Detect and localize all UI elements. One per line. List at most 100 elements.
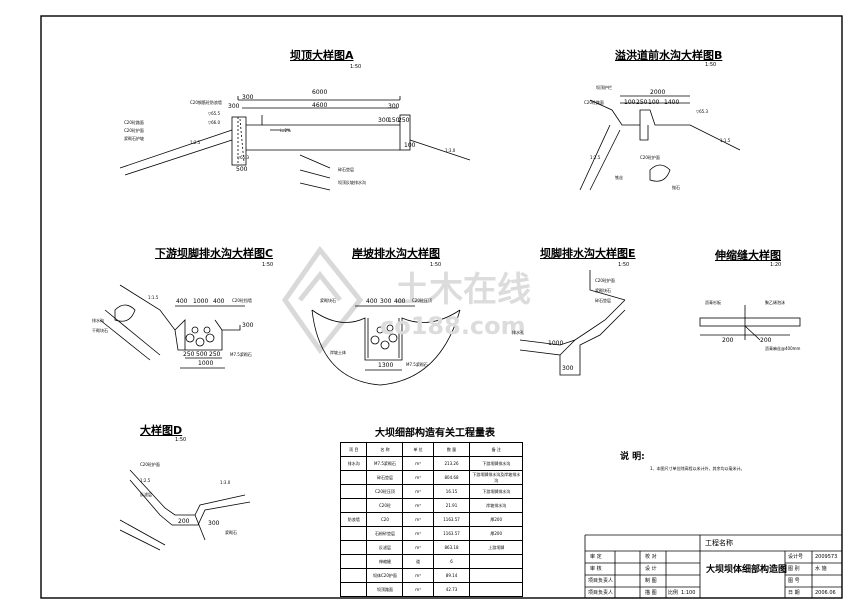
detail-c-scale: 1:50	[262, 262, 274, 268]
table-cell: 89.14	[432, 568, 471, 583]
detail-a-section	[119, 96, 471, 191]
detail-a-label: 坝顶反坡排水沟	[338, 180, 366, 185]
tb-right-label: 日 期	[788, 590, 800, 596]
detail-g-label: 1:3.0	[220, 480, 231, 485]
table-cell: 厚200	[469, 512, 523, 527]
detail-a-dim: 150	[388, 117, 400, 124]
detail-g-label: 浆砌石	[225, 530, 237, 535]
detail-e-label: 排水孔	[512, 330, 524, 335]
detail-c-section	[99, 284, 245, 369]
detail-b-dim: 100	[648, 99, 660, 106]
table-cell	[339, 568, 368, 583]
detail-d-label: 岸坡土体	[330, 350, 346, 355]
table-cell: 1163.57	[432, 526, 471, 541]
detail-d-label: C20砼压顶	[412, 298, 432, 303]
table-cell: 16.15	[432, 484, 471, 499]
table-cell: m³	[402, 498, 434, 513]
table-header-cell: 备 注	[469, 442, 523, 457]
tb-mid-label: 描 图	[645, 590, 657, 596]
detail-a-label: 1:3.0	[445, 148, 456, 153]
table-cell: m³	[402, 568, 434, 583]
quantity-table-title: 大坝细部构造有关工程量表	[375, 428, 495, 439]
detail-e-label: C20砼护面	[595, 278, 615, 283]
detail-c-dim: 500	[196, 351, 208, 358]
table-cell: 道	[402, 554, 434, 569]
table-cell: 下游坝脚排水沟及岸坡排水沟	[469, 470, 523, 485]
table-cell	[469, 582, 523, 597]
detail-f-section	[699, 305, 801, 341]
table-cell: 坝体C20护面	[366, 568, 404, 583]
tb-right-label: 图 号	[788, 578, 800, 584]
detail-a-dim: 300	[228, 103, 240, 110]
detail-b-label: ▽65.3	[696, 109, 708, 114]
detail-c-dim: 1000	[198, 360, 214, 367]
tb-mid-label: 制 图	[645, 578, 657, 584]
detail-d-dim: 400	[394, 298, 406, 305]
table-cell	[339, 484, 368, 499]
table-cell: 排水沟	[339, 456, 368, 471]
tb-mid-label: 设 计	[645, 566, 657, 572]
detail-b-label: 1:1.5	[720, 138, 731, 143]
table-cell: C20砼压顶	[366, 484, 404, 499]
detail-d-dim: 1300	[378, 362, 394, 369]
detail-b-section	[579, 95, 741, 191]
detail-e-title: 坝脚排水沟大样图E	[540, 247, 636, 260]
title-block-lines	[584, 534, 842, 598]
detail-f-title: 伸缩缝大样图	[715, 249, 781, 262]
detail-a-dim: 4600	[312, 102, 328, 109]
detail-a-label: C20钢筋砼防浪墙	[190, 100, 222, 105]
drawing-number: 2009573	[815, 554, 838, 560]
detail-a-label: ▽65.3	[237, 155, 249, 160]
detail-a-dim: 6000	[312, 89, 328, 96]
detail-e-label: 碎石垫层	[595, 298, 611, 303]
detail-e-dim: 1000	[548, 340, 564, 347]
tb-scale-value: 1:100	[681, 590, 696, 596]
detail-f-label: 沥青杉板	[705, 300, 721, 305]
table-cell: m³	[402, 526, 434, 541]
table-cell: 坝顶路面	[366, 582, 404, 597]
detail-a-title: 坝顶大样图A	[290, 49, 354, 62]
tb-mid-label: 校 对	[645, 554, 657, 560]
detail-f-scale: 1:20	[770, 262, 782, 268]
detail-d-dim: 300	[380, 298, 392, 305]
detail-d-dim: 400	[366, 298, 378, 305]
table-cell: m³	[402, 582, 434, 597]
detail-c-dim: 250	[209, 351, 221, 358]
detail-c-dim: 1000	[193, 298, 209, 305]
detail-a-label: ▽65.5	[208, 111, 220, 116]
tb-right-value: 水 施	[815, 566, 827, 572]
detail-f-label: 沥青麻丝@400mm	[765, 346, 801, 351]
table-cell: 上游坝脚	[469, 540, 523, 555]
table-header-cell: 单 位	[402, 442, 434, 457]
detail-a-label: 1:2.5	[190, 140, 201, 145]
table-header-cell: 数 量	[432, 442, 471, 457]
detail-f-label: 聚乙烯泡沫	[765, 300, 785, 305]
detail-g-dim: 300	[208, 520, 220, 527]
table-cell: 厚200	[469, 526, 523, 541]
table-cell: 下游坝脚排水沟	[469, 456, 523, 471]
detail-b-label: C20砼路面	[584, 100, 604, 105]
detail-c-label: C20砼挡墙	[232, 298, 252, 303]
table-cell: C20砼	[366, 498, 404, 513]
tb-left-label: 审 定	[590, 554, 602, 560]
table-cell: m³	[402, 512, 434, 527]
table-cell: 下游坝脚排水沟	[469, 484, 523, 499]
detail-a-label: C20砼路面	[124, 120, 144, 125]
table-cell	[339, 554, 368, 569]
detail-g-title: 大样图D	[140, 424, 183, 437]
table-cell: 213.26	[432, 456, 471, 471]
table-cell: 21.91	[432, 498, 471, 513]
table-cell: m³	[402, 540, 434, 555]
table-cell	[339, 498, 368, 513]
table-cell	[469, 568, 523, 583]
detail-b-dim: 100	[624, 99, 636, 106]
